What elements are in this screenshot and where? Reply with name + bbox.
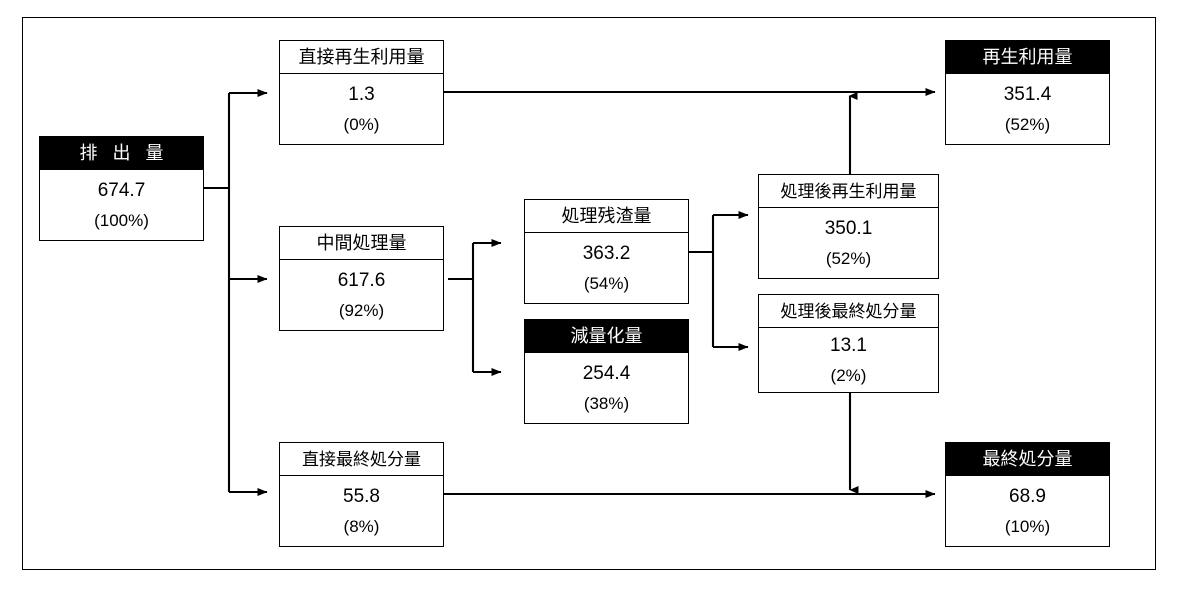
node-total-recycle-percent: (52%) [1004, 114, 1051, 134]
node-total-final-percent: (10%) [1004, 516, 1051, 536]
node-post-recycle-value: 350.1 [824, 217, 873, 239]
node-post-final[interactable]: 処理後最終処分量 13.1 (2%) [758, 294, 939, 393]
node-residue-value: 363.2 [582, 242, 631, 264]
node-emission-header: 排 出 量 [40, 137, 203, 170]
node-residue-percent: (54%) [583, 273, 630, 293]
node-post-final-header: 処理後最終処分量 [759, 295, 938, 328]
node-intermediate-header: 中間処理量 [280, 227, 443, 260]
node-total-recycle-header: 再生利用量 [946, 41, 1109, 74]
node-direct-recycle-body: 1.3 (0%) [280, 74, 443, 144]
node-total-final[interactable]: 最終処分量 68.9 (10%) [945, 442, 1110, 547]
node-reduction-percent: (38%) [583, 393, 630, 413]
node-total-final-value: 68.9 [1009, 485, 1046, 507]
node-post-final-body: 13.1 (2%) [759, 328, 938, 392]
node-reduction-value: 254.4 [582, 362, 631, 384]
node-residue[interactable]: 処理残渣量 363.2 (54%) [524, 199, 689, 304]
node-post-recycle-percent: (52%) [825, 248, 872, 268]
node-total-final-body: 68.9 (10%) [946, 476, 1109, 546]
node-direct-recycle-percent: (0%) [343, 114, 380, 134]
node-direct-final-header: 直接最終処分量 [280, 443, 443, 476]
node-reduction-header: 減量化量 [525, 320, 688, 353]
node-direct-final[interactable]: 直接最終処分量 55.8 (8%) [279, 442, 444, 547]
node-direct-recycle[interactable]: 直接再生利用量 1.3 (0%) [279, 40, 444, 145]
node-direct-recycle-value: 1.3 [348, 83, 375, 105]
node-emission-body: 674.7 (100%) [40, 170, 203, 240]
node-post-final-percent: (2%) [830, 365, 867, 385]
node-intermediate-body: 617.6 (92%) [280, 260, 443, 330]
node-direct-recycle-header: 直接再生利用量 [280, 41, 443, 74]
diagram-border [22, 17, 1156, 570]
node-reduction-body: 254.4 (38%) [525, 353, 688, 423]
node-emission-percent: (100%) [94, 210, 149, 230]
node-emission[interactable]: 排 出 量 674.7 (100%) [39, 136, 204, 241]
node-direct-final-value: 55.8 [343, 485, 380, 507]
node-post-recycle-body: 350.1 (52%) [759, 208, 938, 278]
node-intermediate-percent: (92%) [338, 300, 385, 320]
node-emission-value: 674.7 [97, 179, 146, 201]
node-total-recycle[interactable]: 再生利用量 351.4 (52%) [945, 40, 1110, 145]
node-reduction[interactable]: 減量化量 254.4 (38%) [524, 319, 689, 424]
node-total-final-header: 最終処分量 [946, 443, 1109, 476]
node-post-final-value: 13.1 [830, 334, 867, 356]
node-post-recycle[interactable]: 処理後再生利用量 350.1 (52%) [758, 174, 939, 279]
node-intermediate-value: 617.6 [337, 269, 386, 291]
node-total-recycle-body: 351.4 (52%) [946, 74, 1109, 144]
node-direct-final-body: 55.8 (8%) [280, 476, 443, 546]
node-total-recycle-value: 351.4 [1003, 83, 1052, 105]
node-direct-final-percent: (8%) [343, 516, 380, 536]
node-residue-header: 処理残渣量 [525, 200, 688, 233]
node-post-recycle-header: 処理後再生利用量 [759, 175, 938, 208]
node-intermediate[interactable]: 中間処理量 617.6 (92%) [279, 226, 444, 331]
node-residue-body: 363.2 (54%) [525, 233, 688, 303]
